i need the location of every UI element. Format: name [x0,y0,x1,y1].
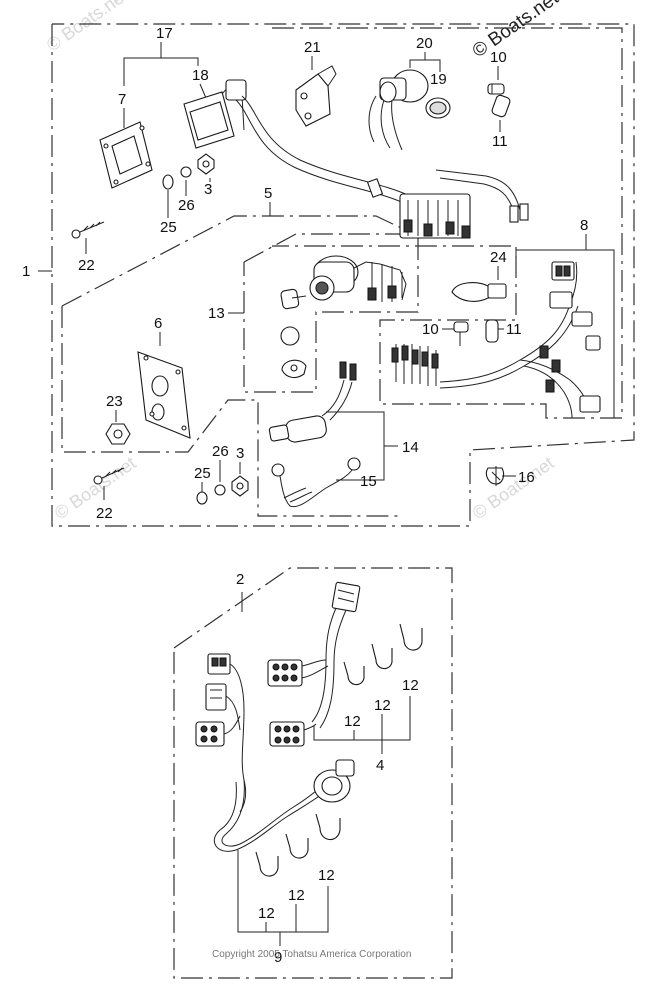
part-10-terminal-upper [487,83,505,95]
callout-19: 19 [430,71,447,88]
part-7-plate [99,121,153,189]
group-13-boundary [243,233,419,393]
part-26-washer-lower [214,484,226,496]
part-18-switch [183,79,247,149]
watermark-brand: © Boats.net [469,0,563,62]
watermark-bottom-right: © Boats.net [469,453,558,523]
callout-7: 7 [118,91,126,108]
kit-2-boundary [173,567,453,979]
callout-14: 14 [402,439,419,456]
callout-12-b: 12 [374,697,391,714]
group-5-boundary [61,215,419,307]
part-12-clip-group-upper [343,623,423,686]
callout-4: 4 [376,757,384,774]
callout-2: 2 [236,571,244,588]
part-24-clamp [451,282,507,302]
part-6-panel [137,351,191,439]
callout-15: 15 [360,473,377,490]
kit-1-boundary [51,23,635,527]
part-22-bolt-upper [71,221,105,239]
callout-3-lower: 3 [236,445,244,462]
part-19-grommet [425,97,451,119]
part-22-bolt-lower [93,467,125,485]
copyright-notice: Copyright 2005 Tohatsu America Corporati… [212,949,411,960]
callout-6: 6 [154,315,162,332]
callout-26-upper: 26 [178,197,195,214]
part-bundle-connectors [399,193,471,239]
callout-12-f: 12 [318,867,335,884]
callout-26-lower: 26 [212,443,229,460]
callout-8: 8 [580,217,588,234]
callout-16: 16 [518,469,535,486]
callout-25-upper: 25 [160,219,177,236]
part-11-sleeve-upper [491,94,511,118]
callout-5: 5 [264,185,272,202]
callout-24: 24 [490,249,507,266]
callout-25-lower: 25 [194,465,211,482]
part-21-bracket [295,65,337,127]
watermark-top-left: © Boats.net [43,0,132,55]
callout-3-upper: 3 [204,181,212,198]
part-2-extension-harness [195,581,361,852]
callout-12-a: 12 [344,713,361,730]
callout-11-middle: 11 [506,321,522,338]
callout-9: 9 [274,949,282,966]
part-26-washer-upper [180,166,192,178]
callout-12-e: 12 [288,887,305,904]
part-25-washer-upper [162,174,174,190]
callout-21: 21 [304,39,321,56]
callout-11-upper: 11 [492,133,508,150]
part-13-key-switch [280,255,407,379]
callout-10-middle: 10 [422,321,439,338]
part-10-terminal-middle [453,321,469,346]
callout-12-d: 12 [258,905,275,922]
part-15-lanyard-cord [271,457,361,508]
callout-22-lower: 22 [96,505,113,522]
part-23-nut [105,423,131,445]
callout-17: 17 [156,25,173,42]
part-14-lanyard-switch [268,361,357,443]
part-3-nut-lower [231,475,249,497]
callout-20: 20 [416,35,433,52]
part-3-nut-upper [197,153,215,175]
part-16-clip [485,466,505,486]
part-20-buzzer [368,69,429,151]
callout-18: 18 [192,67,209,84]
callout-12-c: 12 [402,677,419,694]
callout-23: 23 [106,393,123,410]
part-12-clip-group-lower [255,813,341,877]
part-8-main-harness [391,261,601,419]
part-25-washer-lower [196,491,208,505]
part-11-sleeve-middle [485,319,499,343]
callout-22-upper: 22 [78,257,95,274]
callout-13: 13 [208,305,225,322]
callout-1: 1 [22,263,30,280]
callout-10-upper: 10 [490,49,507,66]
